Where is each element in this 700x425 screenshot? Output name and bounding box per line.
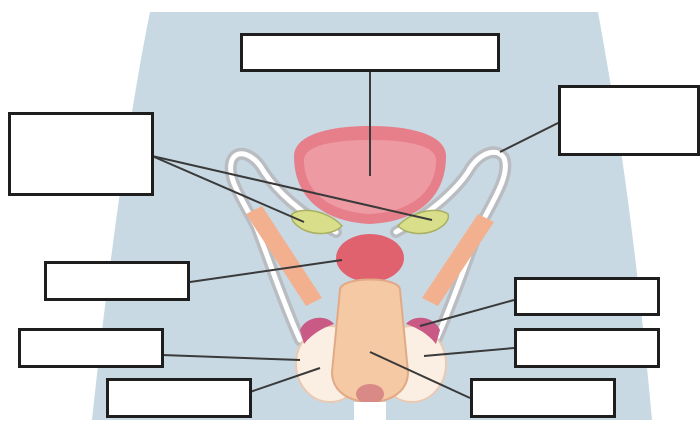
prostate-gland	[336, 234, 404, 282]
label-box-mid-left[interactable]	[44, 261, 190, 301]
label-box-bottom-right[interactable]	[470, 378, 616, 418]
label-box-upper-right[interactable]	[558, 85, 700, 156]
label-box-right-upper[interactable]	[514, 277, 660, 316]
label-box-left-lower[interactable]	[18, 328, 164, 368]
label-box-top[interactable]	[240, 33, 500, 72]
glans	[356, 384, 384, 404]
label-box-bottom-left[interactable]	[106, 378, 252, 418]
urethral-exit	[354, 402, 386, 420]
penis-shaft	[332, 280, 408, 403]
label-box-right-lower[interactable]	[514, 328, 660, 368]
label-box-upper-left[interactable]	[8, 112, 154, 196]
